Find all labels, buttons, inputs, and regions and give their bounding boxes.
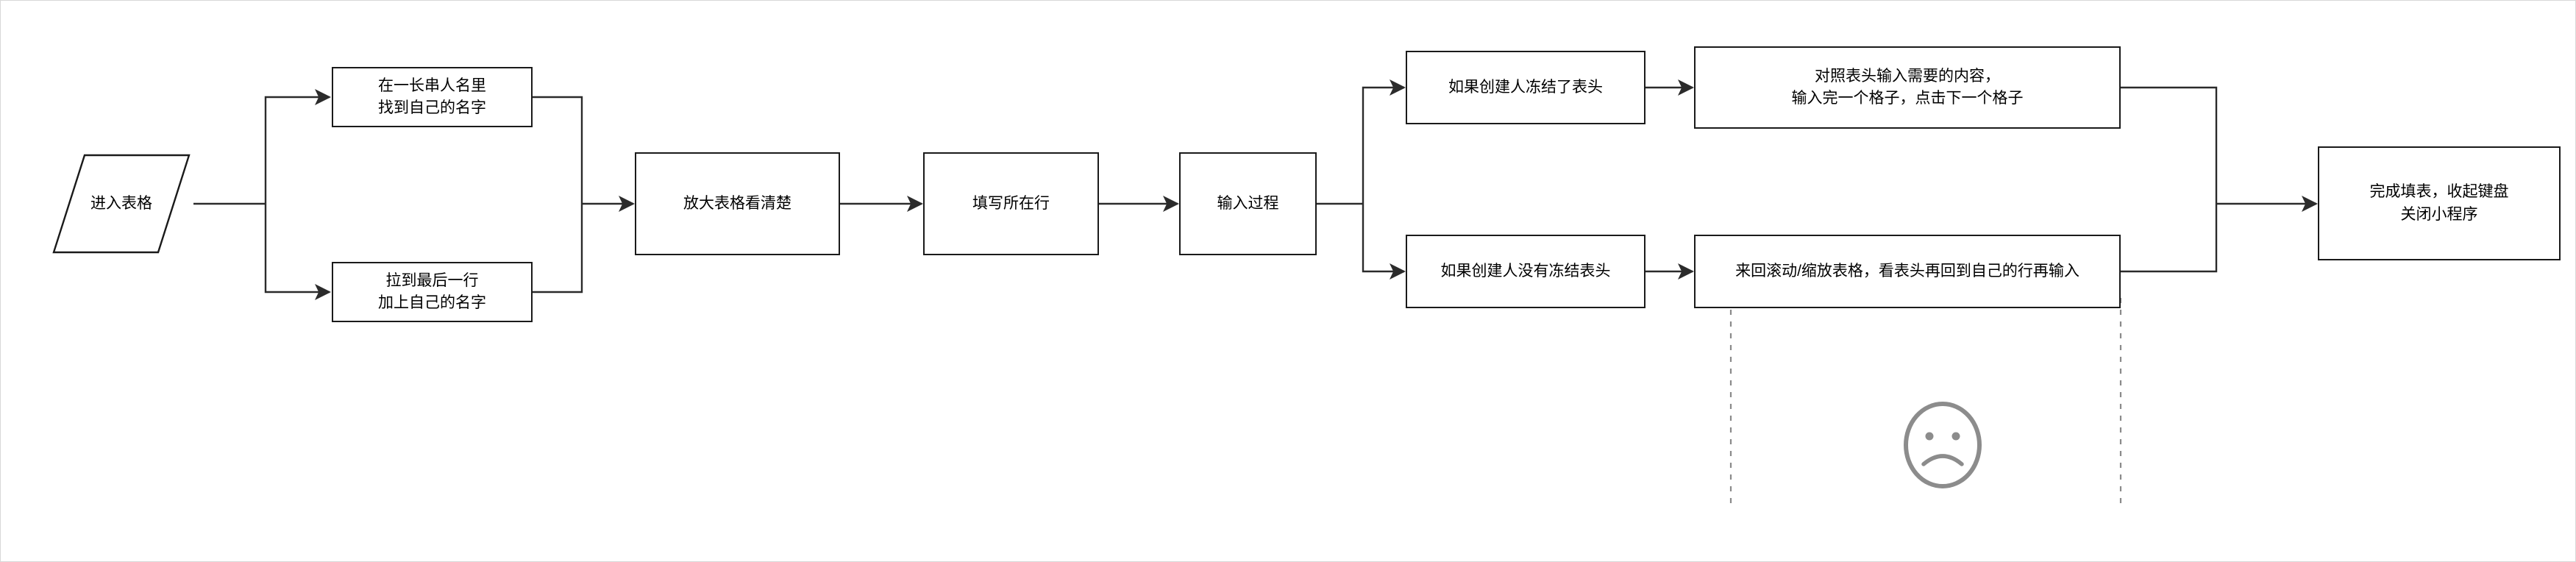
node-fill-own-row[interactable]: 填写所在行 xyxy=(923,152,1099,255)
node-header-frozen[interactable]: 如果创建人冻结了表头 xyxy=(1406,51,1645,124)
node-header-not-frozen-label: 如果创建人没有冻结表头 xyxy=(1440,262,1611,280)
edge-frozen-action-merge xyxy=(2121,86,2218,204)
sad-face-icon xyxy=(1904,402,1982,488)
node-input-process[interactable]: 输入过程 xyxy=(1179,152,1317,255)
edge-add-name-merge xyxy=(533,204,583,294)
node-header-frozen-label: 如果创建人冻结了表头 xyxy=(1448,78,1603,96)
node-not-frozen-action[interactable]: 来回滚动/缩放表格，看表头再回到自己的行再输入 xyxy=(1694,235,2121,308)
node-add-name-last-row[interactable]: 拉到最后一行 加上自己的名字 xyxy=(332,262,533,322)
node-start[interactable]: 进入表格 xyxy=(49,151,193,257)
node-find-name[interactable]: 在一长串人名里 找到自己的名字 xyxy=(332,67,533,127)
node-fill-own-row-label: 填写所在行 xyxy=(972,194,1050,212)
parallelogram-shape xyxy=(52,154,191,254)
node-frozen-action[interactable]: 对照表头输入需要的内容， 输入完一个格子，点击下一个格子 xyxy=(1694,46,2121,129)
node-zoom-table[interactable]: 放大表格看清楚 xyxy=(635,152,840,255)
node-frozen-action-label: 对照表头输入需要的内容， 输入完一个格子，点击下一个格子 xyxy=(1791,67,2024,107)
node-find-name-label: 在一长串人名里 找到自己的名字 xyxy=(378,77,486,116)
edge-input-to-frozen xyxy=(1362,79,1406,204)
node-zoom-table-label: 放大表格看清楚 xyxy=(683,194,791,212)
node-add-name-last-row-label: 拉到最后一行 加上自己的名字 xyxy=(378,271,486,311)
node-finish-label: 完成填表，收起键盘 关闭小程序 xyxy=(2369,183,2509,223)
node-not-frozen-action-label: 来回滚动/缩放表格，看表头再回到自己的行再输入 xyxy=(1735,262,2079,280)
node-input-process-label: 输入过程 xyxy=(1217,194,1279,212)
node-header-not-frozen[interactable]: 如果创建人没有冻结表头 xyxy=(1406,235,1645,308)
edge-input-to-not-frozen xyxy=(1362,204,1406,280)
edge-find-name-merge xyxy=(533,96,583,204)
edge-not-frozen-action-merge xyxy=(2121,204,2218,273)
edge-start-to-find-name xyxy=(264,89,331,204)
node-start-label: 进入表格 xyxy=(90,194,152,212)
edge-start-to-add-name xyxy=(264,204,331,300)
node-finish[interactable]: 完成填表，收起键盘 关闭小程序 xyxy=(2318,146,2561,260)
